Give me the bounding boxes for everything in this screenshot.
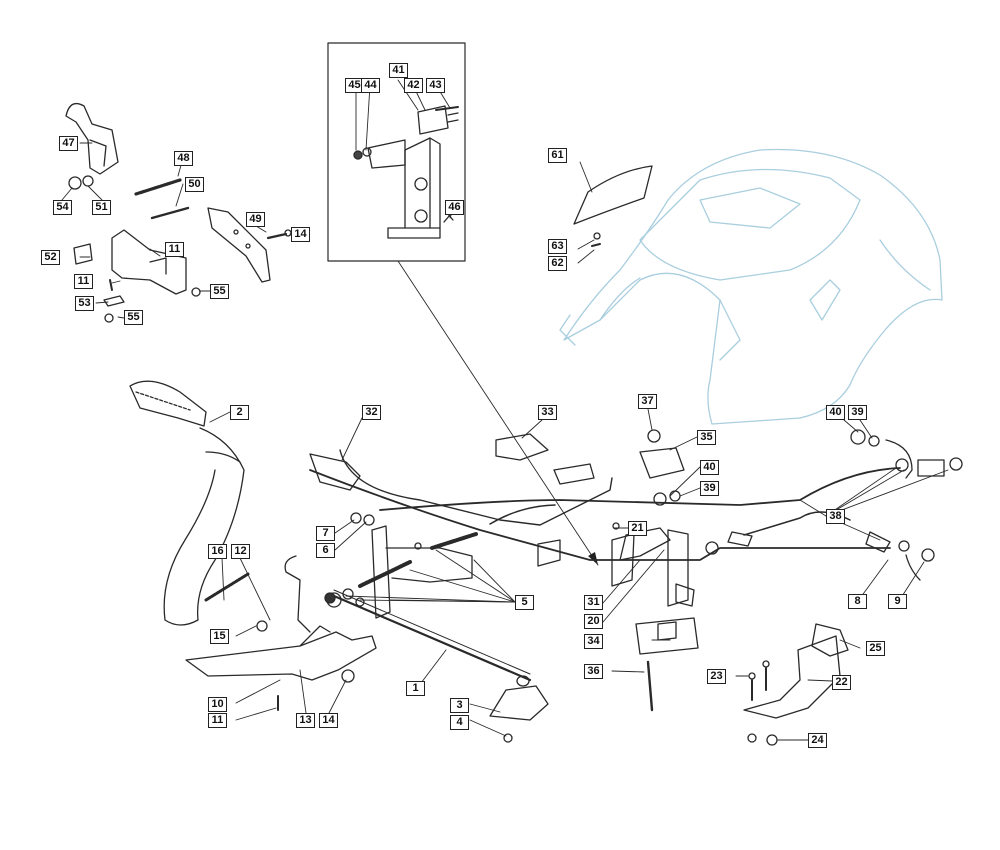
- callout-part-36[interactable]: 36: [584, 664, 603, 679]
- callout-part-11[interactable]: 11: [74, 274, 93, 289]
- springs-and-brackets: [326, 512, 849, 746]
- callout-part-24[interactable]: 24: [808, 733, 827, 748]
- callout-part-14[interactable]: 14: [291, 227, 310, 242]
- callout-part-37[interactable]: 37: [638, 394, 657, 409]
- callout-part-63[interactable]: 63: [548, 239, 567, 254]
- leader-lines: [61, 79, 949, 741]
- callout-part-22[interactable]: 22: [832, 675, 851, 690]
- detail-inset-frame: [327, 42, 466, 262]
- callout-part-55[interactable]: 55: [124, 310, 143, 325]
- callout-part-6[interactable]: 6: [316, 543, 335, 558]
- callout-part-50[interactable]: 50: [185, 177, 204, 192]
- callout-part-49[interactable]: 49: [246, 212, 265, 227]
- callout-part-2[interactable]: 2: [230, 405, 249, 420]
- linkage-rods: [309, 429, 963, 687]
- callout-part-11[interactable]: 11: [165, 242, 184, 257]
- callout-part-5[interactable]: 5: [515, 595, 534, 610]
- callout-part-20[interactable]: 20: [584, 614, 603, 629]
- callout-part-62[interactable]: 62: [548, 256, 567, 271]
- callout-part-54[interactable]: 54: [53, 200, 72, 215]
- callout-part-16[interactable]: 16: [208, 544, 227, 559]
- callout-part-11[interactable]: 11: [208, 713, 227, 728]
- callout-part-3[interactable]: 3: [450, 698, 469, 713]
- callout-part-23[interactable]: 23: [707, 669, 726, 684]
- callout-part-10[interactable]: 10: [208, 697, 227, 712]
- callout-part-40[interactable]: 40: [826, 405, 845, 420]
- callout-part-33[interactable]: 33: [538, 405, 557, 420]
- callout-part-41[interactable]: 41: [389, 63, 408, 78]
- callout-part-38[interactable]: 38: [826, 509, 845, 524]
- callout-part-39[interactable]: 39: [700, 481, 719, 496]
- callout-part-43[interactable]: 43: [426, 78, 445, 93]
- inset-leader-line: [397, 260, 599, 566]
- rubber-mount: [324, 592, 336, 604]
- grip-pad-clip: [591, 243, 601, 247]
- callout-part-55[interactable]: 55: [210, 284, 229, 299]
- pedal-assembly: [129, 380, 377, 711]
- grip-pad-screw: [593, 232, 601, 240]
- callout-part-40[interactable]: 40: [700, 460, 719, 475]
- callout-part-13[interactable]: 13: [296, 713, 315, 728]
- callout-part-9[interactable]: 9: [888, 594, 907, 609]
- callout-part-25[interactable]: 25: [866, 641, 885, 656]
- callout-part-39[interactable]: 39: [848, 405, 867, 420]
- grip-pad: [573, 165, 653, 225]
- callout-part-32[interactable]: 32: [362, 405, 381, 420]
- callout-part-12[interactable]: 12: [231, 544, 250, 559]
- callout-part-4[interactable]: 4: [450, 715, 469, 730]
- callout-part-21[interactable]: 21: [628, 521, 647, 536]
- callout-part-53[interactable]: 53: [75, 296, 94, 311]
- callout-part-44[interactable]: 44: [361, 78, 380, 93]
- callout-part-42[interactable]: 42: [404, 78, 423, 93]
- callout-part-15[interactable]: 15: [210, 629, 229, 644]
- callout-part-61[interactable]: 61: [548, 148, 567, 163]
- callout-part-14[interactable]: 14: [319, 713, 338, 728]
- callout-part-47[interactable]: 47: [59, 136, 78, 151]
- callout-part-51[interactable]: 51: [92, 200, 111, 215]
- callout-part-7[interactable]: 7: [316, 526, 335, 541]
- callout-part-34[interactable]: 34: [584, 634, 603, 649]
- callout-part-1[interactable]: 1: [406, 681, 425, 696]
- callout-part-35[interactable]: 35: [697, 430, 716, 445]
- callout-part-31[interactable]: 31: [584, 595, 603, 610]
- cover-shroud: [559, 148, 943, 425]
- leader-arrowhead: [588, 552, 598, 565]
- callout-part-52[interactable]: 52: [41, 250, 60, 265]
- top-left-parts: [65, 102, 292, 323]
- callout-part-8[interactable]: 8: [848, 594, 867, 609]
- switch-bracket-assembly: [353, 105, 459, 239]
- callout-part-48[interactable]: 48: [174, 151, 193, 166]
- callout-part-46[interactable]: 46: [445, 200, 464, 215]
